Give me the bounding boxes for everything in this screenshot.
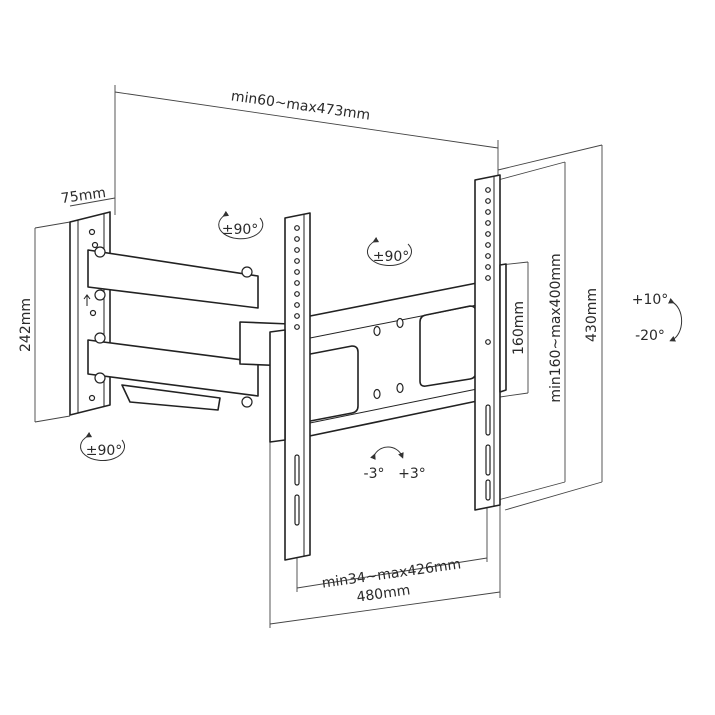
vertical-vesa-label: min160~max400mm <box>548 253 564 402</box>
tilt-up-label: +10° <box>632 292 669 308</box>
tilt-down-label: -20° <box>635 328 665 344</box>
wall-plate <box>69 211 111 416</box>
rail-hole-spacing-label: 160mm <box>511 301 527 355</box>
cross-bar <box>299 281 483 439</box>
level-right-label: +3° <box>398 466 426 482</box>
tv-swivel-label: ±90° <box>373 249 410 265</box>
swing-arms <box>87 246 291 411</box>
wall-plate-width-label: 75mm <box>60 185 107 207</box>
bracket-width-label: 480mm <box>356 582 412 605</box>
wall-swivel-label: ±90° <box>86 443 123 459</box>
right-tv-rail <box>474 174 507 511</box>
left-tv-rail <box>269 212 311 561</box>
rotation-arrows <box>80 210 683 462</box>
rail-height-label: 430mm <box>584 288 600 342</box>
arm-extension-label: min60~max473mm <box>230 88 371 123</box>
rail-holes <box>294 225 300 526</box>
level-left-label: -3° <box>364 466 385 482</box>
wall-plate-height-label: 242mm <box>18 298 34 352</box>
arm-swivel-label: ±90° <box>222 222 259 238</box>
dimension-lines <box>34 85 603 628</box>
